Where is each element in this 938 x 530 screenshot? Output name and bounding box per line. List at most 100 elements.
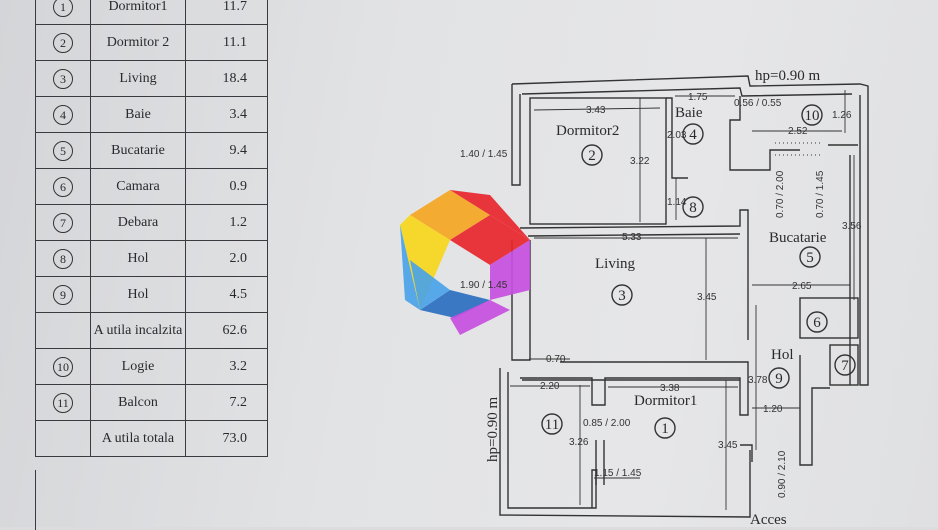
- room-number: 6: [813, 315, 821, 331]
- dimension-label: 2.20: [540, 381, 560, 392]
- dimension-label: 0.70 / 1.45: [815, 170, 826, 218]
- room-number: 3: [618, 288, 626, 304]
- room-number: 4: [689, 127, 697, 143]
- room-number-cell: 11: [35, 384, 91, 421]
- dimension-label: 2.52: [788, 126, 808, 137]
- dimension-label: 1.40 / 1.45: [460, 149, 508, 160]
- room-name: Debara: [90, 204, 186, 241]
- room-number-circle: [799, 246, 821, 268]
- room-area: 7.2: [185, 384, 268, 421]
- dimension-label: 2.65: [792, 281, 812, 292]
- table-row: 4 Baie 3.4: [35, 96, 268, 133]
- dimension-label: 0.70 / 2.00: [775, 170, 786, 218]
- room-name: Logie: [90, 348, 186, 385]
- room-number: 3: [53, 68, 73, 89]
- room-name: A utila totala: [90, 420, 186, 457]
- dimension-label: 0.85 / 2.00: [583, 418, 631, 429]
- room-number: 11: [545, 417, 559, 433]
- room-number: 7: [53, 212, 73, 233]
- room-number-circle: [682, 123, 704, 145]
- table-row: 8 Hol 2.0: [35, 240, 268, 277]
- room-name: Living: [90, 60, 186, 97]
- table-border: [35, 470, 36, 530]
- room-label: Dormitor1: [634, 393, 697, 409]
- room-number-cell: 10: [35, 348, 91, 385]
- room-area: 3.4: [185, 96, 268, 133]
- dimension-label: 0.70: [546, 354, 566, 365]
- dimension-label: hp=0.90 m: [485, 397, 501, 462]
- logo-facet: [450, 300, 510, 335]
- room-number-cell: 9: [35, 276, 91, 313]
- dimension-label: 3.26: [569, 437, 589, 448]
- room-name: Balcon: [90, 384, 186, 421]
- room-name: A utila incalzita: [90, 312, 186, 349]
- room-number-cell: 8: [35, 240, 91, 277]
- room-number: 5: [53, 140, 73, 161]
- logia-boundary: [775, 142, 820, 156]
- dimension-label: 3.45: [697, 292, 717, 303]
- room-label: Baie: [675, 105, 703, 121]
- room-number-circle: [581, 144, 603, 166]
- logo-facet: [400, 215, 450, 310]
- room-number: 4: [53, 104, 73, 125]
- room-number-circle: [806, 311, 828, 333]
- dimension-label: 1.90 / 1.45: [460, 280, 508, 291]
- dimension-label: 3.22: [630, 156, 650, 167]
- dimension-label: 3.45: [718, 440, 738, 451]
- room-number: 5: [806, 250, 814, 266]
- room-area: 73.0: [185, 420, 268, 457]
- dimension-label: 1.14: [667, 197, 687, 208]
- dimension-label: 2.03: [667, 130, 687, 141]
- room-number: 7: [841, 358, 849, 374]
- room-number: 9: [775, 371, 783, 387]
- room-number: 9: [53, 284, 73, 305]
- table-row: A utila incalzita 62.6: [35, 312, 268, 349]
- room-number-circle: [834, 354, 856, 376]
- room-name: Bucatarie: [90, 132, 186, 169]
- logo-facet: [400, 225, 420, 310]
- dimension-label: 1.15 / 1.45: [594, 468, 642, 479]
- room-number: 1: [53, 0, 73, 17]
- table-row: 9 Hol 4.5: [35, 276, 268, 313]
- dimension-label: 3.38: [660, 383, 680, 394]
- table-row: 1 Dormitor1 11.7: [35, 0, 268, 25]
- table-row: 2 Dormitor 2 11.1: [35, 24, 268, 61]
- room-number-circle: [654, 417, 676, 439]
- table-row: 10 Logie 3.2: [35, 348, 268, 385]
- dimension-label: hp=0.90 m: [755, 68, 820, 84]
- dimension-label: 0.56 / 0.55: [734, 98, 782, 109]
- table-row: 7 Debara 1.2: [35, 204, 268, 241]
- room-number: 2: [588, 148, 596, 164]
- dimension-label: 1.26: [832, 110, 852, 121]
- room-name: Camara: [90, 168, 186, 205]
- room-number-cell: 3: [35, 60, 91, 97]
- logo-facet: [420, 290, 490, 318]
- logo-facet: [410, 260, 450, 310]
- room-number-cell: 7: [35, 204, 91, 241]
- logo-facet: [490, 240, 530, 300]
- room-area: 11.7: [185, 0, 268, 25]
- room-name: Baie: [90, 96, 186, 133]
- room-label: Acces: [750, 512, 787, 527]
- table-row: 11 Balcon 7.2: [35, 384, 268, 421]
- room-number: 2: [53, 32, 73, 53]
- room-number-circle: [801, 104, 823, 126]
- table-row: 6 Camara 0.9: [35, 168, 268, 205]
- dimension-label: 3.56: [842, 221, 862, 232]
- room-number: 6: [53, 176, 73, 197]
- dimension-label: 1.20: [763, 404, 783, 415]
- dimension-label: 3.43: [586, 105, 606, 116]
- dimension-label: 5.33: [622, 232, 642, 243]
- room-number: 10: [53, 356, 73, 377]
- room-number-circle: [768, 367, 790, 389]
- room-number: 1: [661, 421, 669, 437]
- room-number-cell: [35, 420, 91, 457]
- room-area: 62.6: [185, 312, 268, 349]
- dimension-label: 1.75: [688, 92, 708, 103]
- dimension-label: 3.78: [748, 375, 768, 386]
- table-row: A utila totala 73.0: [35, 420, 268, 457]
- room-label: Dormitor2: [556, 123, 619, 139]
- room-number-circle: [541, 413, 563, 435]
- room-number: 8: [689, 200, 697, 216]
